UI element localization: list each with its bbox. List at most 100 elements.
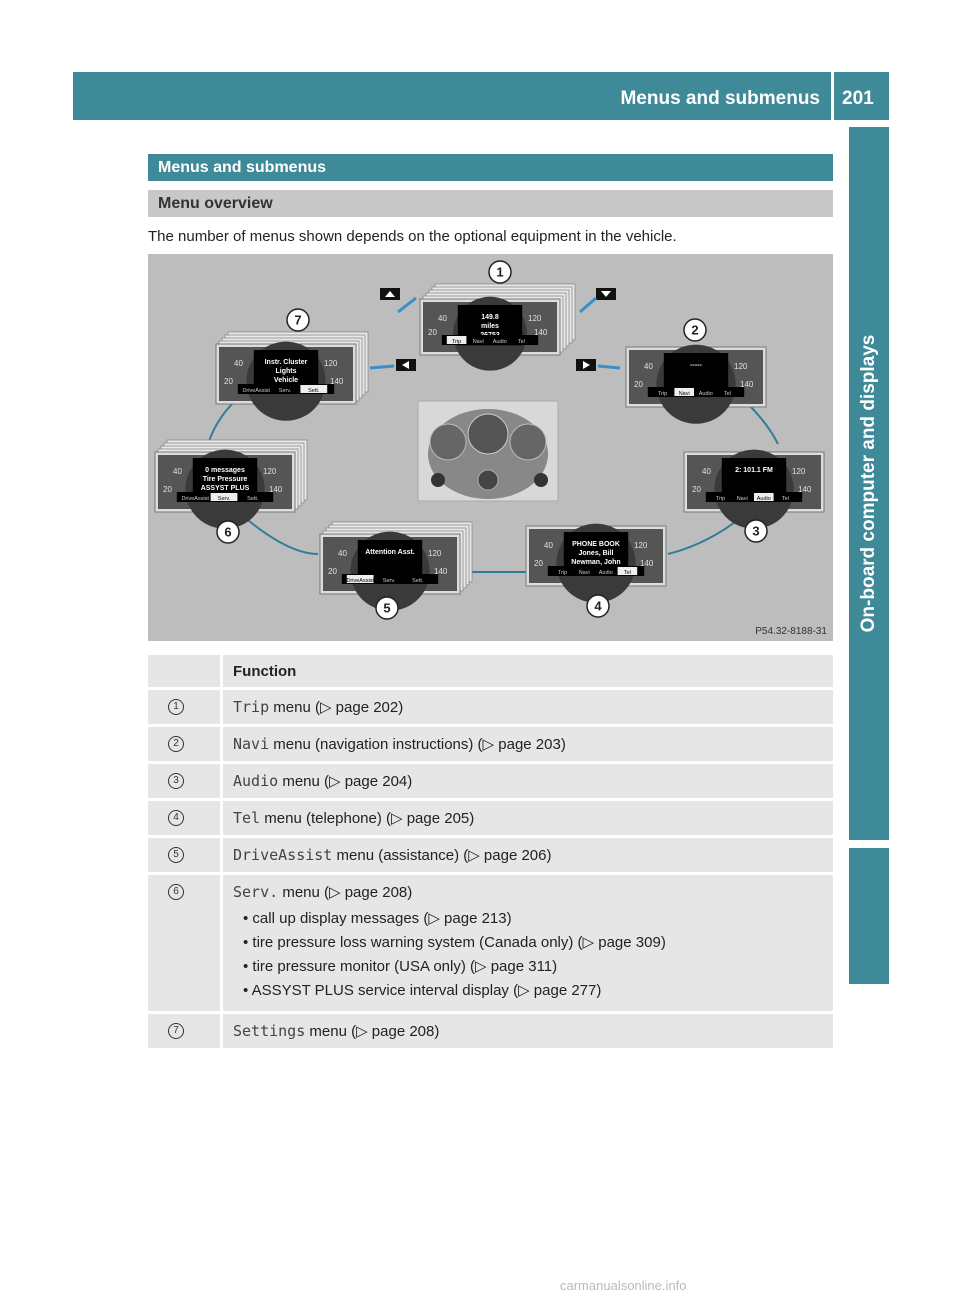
screen-line: 2: 101.1 FM [735, 467, 773, 474]
gauge-tick: 120 [634, 541, 648, 550]
menu-tab: Navi [737, 496, 748, 502]
bullet-list: • call up display messages (▷ page 213)•… [233, 907, 823, 1003]
table-row: 2 Navi menu (navigation instructions) (▷ … [148, 727, 833, 761]
menu-tab: Tel [518, 339, 525, 345]
menu-tab: Audio [757, 496, 771, 502]
menu-tab: Serv. [383, 578, 396, 584]
driveassist-panel: 4012020140Attention Asst.DriveAssistServ… [320, 522, 472, 611]
menu-tab: Serv. [218, 496, 231, 502]
menu-code: Audio [233, 772, 278, 790]
callout-label: 7 [294, 313, 301, 328]
screen-line: Vehicle [274, 377, 298, 384]
menu-code: Serv. [233, 883, 278, 901]
function-cell: DriveAssist menu (assistance) (▷ page 20… [223, 838, 833, 872]
screen-line: Tire Pressure [203, 476, 248, 483]
callout-number: 6 [168, 884, 184, 900]
gauge-tick: 40 [338, 549, 347, 558]
menu-description: menu (▷ page 208) [278, 884, 412, 901]
menu-code: Settings [233, 1022, 305, 1040]
menu-tab: Serv. [279, 388, 292, 394]
direction-hint [398, 298, 416, 312]
table-row: 3Audio menu (▷ page 204) [148, 764, 833, 798]
function-cell: Audio menu (▷ page 204) [223, 764, 833, 798]
callout-1: 1 [489, 261, 511, 283]
gauge-tick: 120 [792, 467, 806, 476]
menu-code: DriveAssist [233, 846, 332, 864]
menu-tab: DriveAssist [181, 496, 209, 502]
callout-label: 4 [594, 599, 602, 614]
menu-code: Tel [233, 809, 260, 827]
callout-label: 1 [496, 265, 503, 280]
screen-line: Lights [276, 368, 297, 375]
screen-line: PHONE BOOK [572, 541, 620, 548]
menu-overview-diagram: 4012020140149.8miles26753TripNaviAudioTe… [148, 254, 833, 641]
trip-panel: 4012020140149.8miles26753TripNaviAudioTe… [420, 284, 575, 371]
audio-panel: 40120201402: 101.1 FMTripNaviAudioTel [684, 450, 824, 529]
menu-tab: Tel [724, 391, 731, 397]
sidebar-title: On-board computer and displays [849, 127, 889, 840]
dashboard-photo [418, 401, 558, 501]
menu-description: menu (▷ page 202) [269, 699, 403, 716]
function-cell: Serv. menu (▷ page 208) • call up display… [223, 875, 833, 1011]
callout-label: 5 [383, 601, 390, 616]
gauge-tick: 120 [324, 359, 338, 368]
callout-7: 7 [287, 309, 309, 331]
connector-arc [243, 516, 318, 554]
gauge-tick: 40 [644, 362, 653, 371]
menu-description: menu (navigation instructions) (▷ page 2… [269, 736, 566, 753]
screen-line: Jones, Bill [578, 550, 613, 557]
function-cell: Tel menu (telephone) (▷ page 205) [223, 801, 833, 835]
screen-line: 149.8 [481, 314, 499, 321]
menu-tab: Sett. [412, 578, 424, 584]
menu-tab: DriveAssist [242, 388, 270, 394]
watermark: carmanualsonline.info [560, 1278, 686, 1293]
function-cell: Navi menu (navigation instructions) (▷ p… [223, 727, 833, 761]
callout-4: 4 [587, 595, 609, 617]
figure-code: P54.32-8188-31 [755, 626, 827, 637]
screen-line: ASSYST PLUS [201, 485, 250, 492]
section-subtitle: Menu overview [158, 195, 273, 213]
menu-description: menu (assistance) (▷ page 206) [332, 847, 551, 864]
menu-overview-figure: 4012020140149.8miles26753TripNaviAudioTe… [148, 254, 833, 641]
table-row: 6 Serv. menu (▷ page 208) • call up displa… [148, 875, 833, 1011]
header-title: Menus and submenus [620, 88, 820, 110]
direction-hint [598, 366, 620, 368]
gauge-tick: 120 [734, 362, 748, 371]
sidebar-tab: On-board computer and displays [849, 127, 889, 840]
menu-tab: Audio [493, 339, 507, 345]
screen-line: ----- [690, 362, 702, 369]
gauge-tick: 40 [234, 359, 243, 368]
gauge-tick: 40 [702, 467, 711, 476]
gauge-tick: 40 [438, 314, 447, 323]
section-title: Menus and submenus [158, 159, 326, 177]
callout-5: 5 [376, 597, 398, 619]
direction-hint [370, 366, 394, 368]
menu-tab: Trip [452, 339, 461, 345]
table-header-row: Function [148, 655, 833, 687]
sidebar-marker [849, 848, 889, 984]
section-title-bar: Menus and submenus [148, 154, 833, 181]
gauge-tick: 120 [263, 467, 277, 476]
callout-number: 4 [168, 810, 184, 826]
header-divider [831, 72, 834, 120]
gauge-tick: 40 [173, 467, 182, 476]
gauge-tick: 40 [544, 541, 553, 550]
screen-line: Newman, John [571, 559, 620, 566]
callout-number: 2 [168, 736, 184, 752]
callout-6: 6 [217, 521, 239, 543]
gauge-tick: 20 [224, 377, 233, 386]
screen-line: Attention Asst. [365, 549, 415, 556]
callout-number: 1 [168, 699, 184, 715]
direction-hint [580, 298, 596, 312]
callout-label: 6 [224, 525, 231, 540]
page-number: 201 [842, 88, 874, 110]
bullet-item: • tire pressure monitor (USA only) (▷ pa… [243, 955, 823, 979]
arrow-up-icon [380, 288, 400, 300]
callout-label: 3 [752, 524, 759, 539]
